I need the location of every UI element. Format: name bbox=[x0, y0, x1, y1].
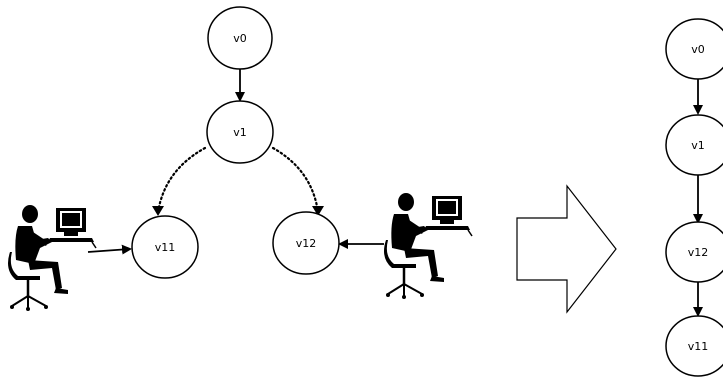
node-v12-label: v12 bbox=[296, 237, 317, 250]
edge-v1-v12-dotted bbox=[271, 146, 320, 214]
right-node-v12-label: v12 bbox=[688, 246, 709, 259]
node-v1-label: v1 bbox=[233, 126, 247, 139]
edge-v1-v12-arrowhead bbox=[312, 206, 324, 216]
right-node-v0: v0 bbox=[665, 18, 723, 80]
right-node-v0-label: v0 bbox=[691, 43, 705, 56]
node-v11: v11 bbox=[131, 215, 199, 279]
node-v0: v0 bbox=[207, 6, 273, 70]
edge-v1-v11-dotted bbox=[156, 146, 207, 214]
node-v12: v12 bbox=[272, 211, 340, 275]
right-node-v1-label: v1 bbox=[691, 139, 705, 152]
node-v11-label: v11 bbox=[155, 241, 176, 254]
left-user-at-computer-icon bbox=[6, 203, 98, 313]
node-v1: v1 bbox=[206, 100, 274, 164]
right-node-v11: v11 bbox=[665, 315, 723, 377]
right-node-v11-label: v11 bbox=[688, 340, 709, 353]
node-v0-label: v0 bbox=[233, 32, 247, 45]
edge-user-v11 bbox=[87, 244, 132, 255]
right-arrow-icon bbox=[516, 184, 617, 314]
right-node-v1: v1 bbox=[665, 114, 723, 176]
right-node-v12: v12 bbox=[665, 221, 723, 283]
edge-v1-v11-arrowhead bbox=[152, 206, 164, 216]
right-user-at-computer-icon bbox=[382, 191, 474, 301]
